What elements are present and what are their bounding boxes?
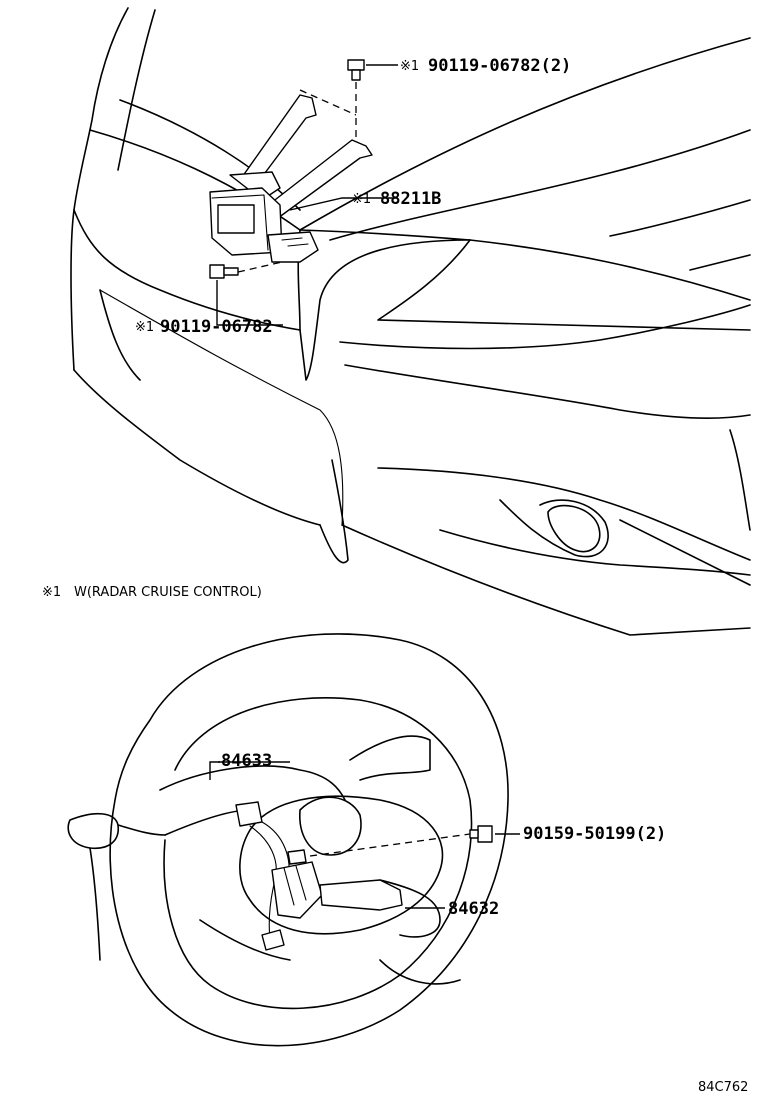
switch-84633-harness xyxy=(235,801,290,951)
bolt-lower-mark: ※1 xyxy=(135,320,154,335)
screw-part-number[interactable]: 90159-50199(2) xyxy=(523,824,666,844)
switch-84632-body xyxy=(271,849,403,919)
bolt-top-part-number[interactable]: 90119-06782(2) xyxy=(428,56,571,76)
option-note-text: W(RADAR CRUISE CONTROL) xyxy=(74,585,262,600)
radar-sensor-bracket xyxy=(229,94,373,219)
steering-wheel-outline xyxy=(67,633,509,1047)
switch-right-part-number[interactable]: 84632 xyxy=(448,899,499,919)
sensor-part-number[interactable]: 88211B xyxy=(380,189,441,209)
bolt-lower-part-number[interactable]: 90119-06782 xyxy=(160,317,273,337)
leader-lines-bottom xyxy=(209,761,520,909)
sensor-mark: ※1 xyxy=(352,192,371,207)
radar-sensor-body xyxy=(209,187,319,263)
assembly-guide-lines xyxy=(237,82,357,273)
switch-left-part-number[interactable]: 84633 xyxy=(221,751,272,771)
screw-icon xyxy=(469,825,493,843)
bolt-lower-icon xyxy=(209,264,239,279)
figure-code: 84C762 xyxy=(698,1080,748,1095)
bolt-top-mark: ※1 xyxy=(400,59,419,74)
leader-lines-top xyxy=(216,64,398,326)
option-note-mark: ※1 xyxy=(42,585,61,600)
bolt-top-icon xyxy=(347,59,365,81)
